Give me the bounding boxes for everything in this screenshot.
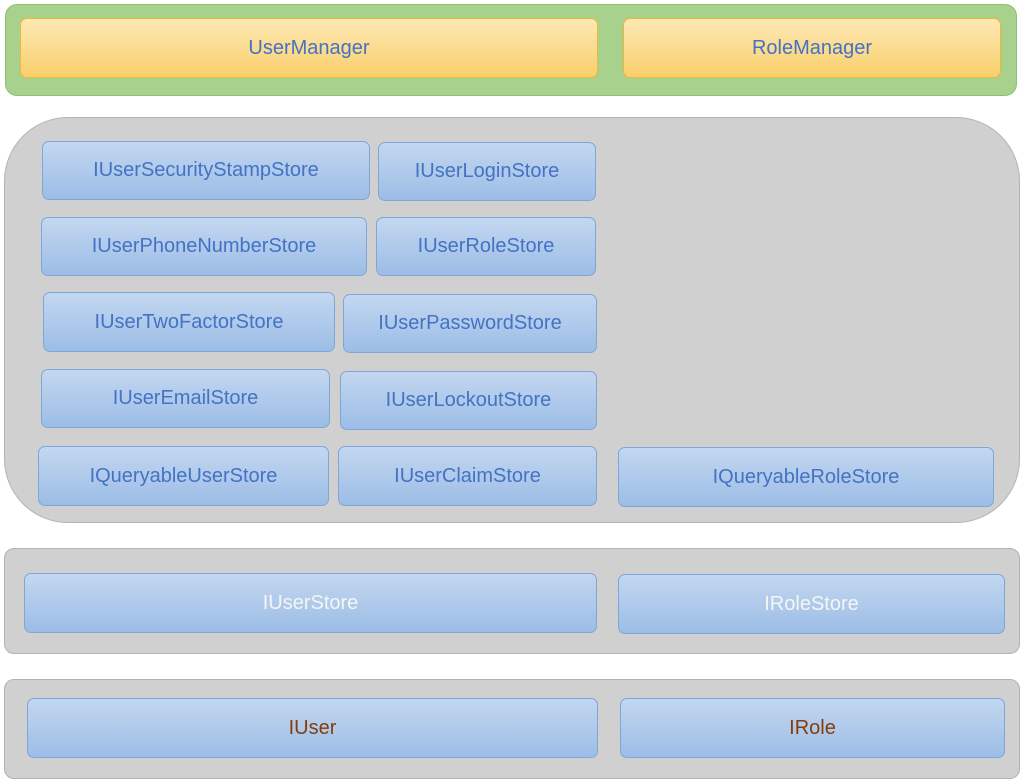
- user-role-store-box: IUserRoleStore: [376, 217, 596, 276]
- user-claim-store-box: IUserClaimStore: [338, 446, 597, 506]
- user-password-store-box: IUserPasswordStore: [343, 294, 597, 353]
- user-store-box: IUserStore: [24, 573, 597, 633]
- role-store-box: IRoleStore: [618, 574, 1005, 634]
- role-manager-box: RoleManager: [623, 18, 1001, 78]
- user-entity-box: IUser: [27, 698, 598, 758]
- user-lockout-store-box: IUserLockoutStore: [340, 371, 597, 430]
- user-security-stamp-store-box: IUserSecurityStampStore: [42, 141, 370, 200]
- queryable-role-store-box: IQueryableRoleStore: [618, 447, 994, 507]
- user-manager-box: UserManager: [20, 18, 598, 78]
- queryable-user-store-box: IQueryableUserStore: [38, 446, 329, 506]
- user-two-factor-store-box: IUserTwoFactorStore: [43, 292, 335, 352]
- user-email-store-box: IUserEmailStore: [41, 369, 330, 428]
- user-phone-number-store-box: IUserPhoneNumberStore: [41, 217, 367, 276]
- user-login-store-box: IUserLoginStore: [378, 142, 596, 201]
- role-entity-box: IRole: [620, 698, 1005, 758]
